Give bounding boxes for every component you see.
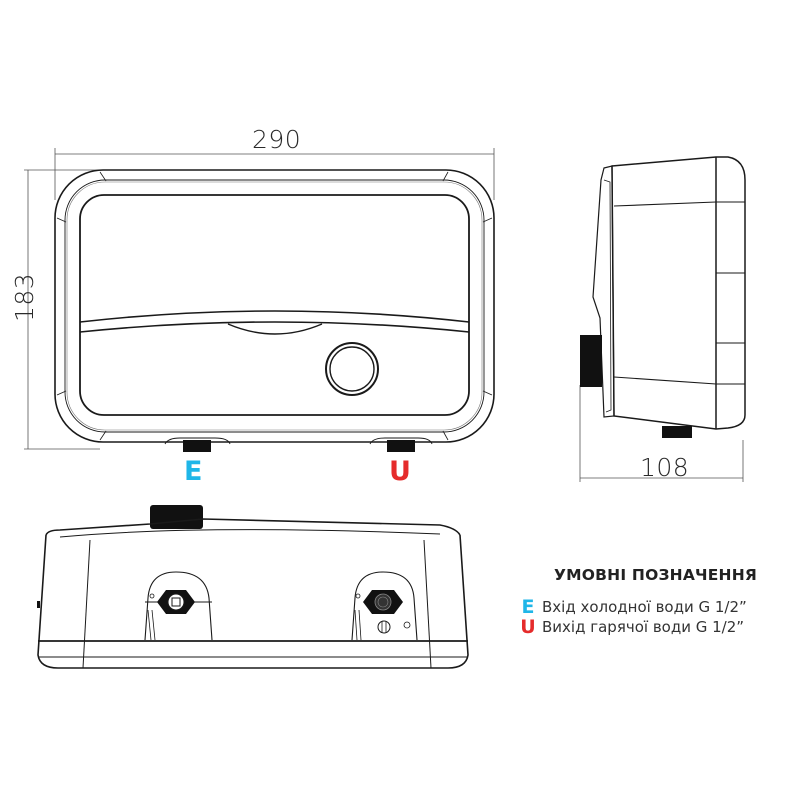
front-outlet-connector: [369, 437, 433, 452]
bottom-inlet-fitting: [144, 571, 213, 641]
bottom-body: [37, 534, 469, 669]
bottom-outlet-fitting: [351, 571, 418, 641]
front-panel: [79, 194, 470, 416]
legend-symbol: E: [521, 596, 535, 618]
outlet-marker: U: [389, 456, 411, 487]
front-view: [24, 148, 495, 452]
front-outer-frame: [54, 169, 495, 443]
side-knob: [580, 335, 602, 387]
legend-label: Вихід гарячої води G 1/2”: [542, 618, 745, 636]
bottom-view: [37, 505, 469, 669]
legend-title: УМОВНІ ПОЗНАЧЕННЯ: [554, 566, 758, 584]
width-dimension-line: [54, 148, 495, 200]
height-dimension-line: [24, 169, 100, 450]
inlet-marker: E: [184, 456, 203, 487]
side-view: [579, 156, 746, 482]
width-dimension-label: 290: [252, 125, 302, 154]
bottom-knob: [150, 505, 203, 529]
legend-symbol: U: [520, 616, 536, 638]
front-inlet-connector: [164, 437, 231, 452]
height-dimension-label: 183: [10, 272, 39, 322]
depth-dimension-label: 108: [640, 453, 690, 482]
depth-dimension-line: [579, 385, 744, 482]
side-body: [611, 156, 746, 430]
legend-label: Вхід холодної води G 1/2”: [542, 598, 747, 616]
control-knob: [325, 342, 379, 396]
